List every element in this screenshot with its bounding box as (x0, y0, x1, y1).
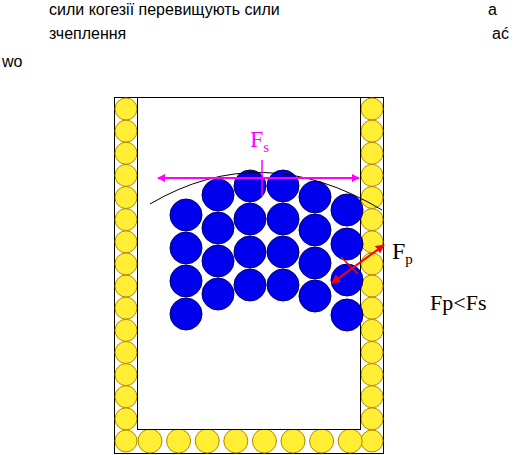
wall-molecule (224, 429, 248, 453)
liquid-molecule (267, 236, 299, 268)
wall-molecule (361, 430, 383, 452)
wall-molecule (361, 120, 383, 142)
wall-molecule (115, 319, 137, 341)
body-text: ać (492, 24, 509, 43)
force-label: Fp (392, 236, 413, 274)
wall-molecule (361, 408, 383, 430)
wall-molecule (361, 319, 383, 341)
liquid-molecule (202, 245, 234, 277)
container-inner (138, 98, 361, 430)
wall-molecule (361, 275, 383, 297)
liquid-molecule (202, 179, 234, 211)
force-label: Fs (250, 124, 269, 162)
wall-molecule (115, 209, 137, 231)
liquid-molecule (267, 170, 299, 202)
container-wall (115, 98, 383, 453)
liquid-molecule (234, 269, 266, 301)
wall-molecule (361, 341, 383, 363)
wall-molecule (361, 164, 383, 186)
liquid-molecule (234, 236, 266, 268)
liquid-molecule (267, 269, 299, 301)
wall-molecule (115, 297, 137, 319)
wall-molecule (361, 253, 383, 275)
liquid-molecule (299, 181, 331, 213)
wall-molecule (115, 386, 137, 408)
adhesion-force-arrow (332, 245, 384, 283)
surface-force-arrow (158, 177, 359, 179)
liquid-molecule (202, 212, 234, 244)
wall-molecule (115, 341, 137, 363)
liquid-molecule (234, 203, 266, 235)
wall-molecule (195, 429, 219, 453)
liquid-molecules (170, 170, 363, 331)
wall-molecule (115, 275, 137, 297)
liquid-molecule (170, 232, 202, 264)
wall-molecule (338, 429, 362, 453)
wall-molecule (115, 253, 137, 275)
wall-molecule (361, 98, 383, 120)
adhesion-force-tick (341, 257, 358, 274)
body-text: сили когезії перевищують сили (49, 0, 280, 19)
liquid-molecule (202, 278, 234, 310)
liquid-molecule (234, 170, 266, 202)
wall-molecule (115, 408, 137, 430)
wall-molecule (115, 120, 137, 142)
wall-molecule (115, 142, 137, 164)
liquid-molecule (331, 299, 363, 331)
wall-molecule (361, 142, 383, 164)
wall-molecule (361, 187, 383, 209)
liquid-molecule (299, 247, 331, 279)
wall-molecule (115, 164, 137, 186)
liquid-molecule (170, 199, 202, 231)
meniscus-curve (150, 172, 382, 210)
wall-molecule (310, 429, 334, 453)
wall-molecule (361, 386, 383, 408)
wall-molecule (115, 430, 137, 452)
inequality-label: Fp<Fs (430, 290, 486, 316)
liquid-molecule (170, 298, 202, 330)
wall-molecule (115, 187, 137, 209)
wall-molecule (361, 231, 383, 253)
wall-molecule (361, 297, 383, 319)
liquid-molecule (299, 214, 331, 246)
liquid-molecule (299, 280, 331, 312)
liquid-molecule (331, 228, 363, 260)
surface-force-tick (261, 160, 263, 196)
wall-molecule (115, 364, 137, 386)
liquid-molecule (170, 265, 202, 297)
wall-molecule (281, 429, 305, 453)
body-text: зчеплення (49, 24, 126, 43)
liquid-molecule (267, 203, 299, 235)
wall-molecule (115, 231, 137, 253)
wall-molecule (252, 429, 276, 453)
container-outer (115, 98, 384, 454)
wall-molecule (361, 364, 383, 386)
liquid-molecule (331, 194, 363, 226)
wall-molecule (167, 429, 191, 453)
body-text: а (488, 0, 497, 19)
wall-molecule (115, 98, 137, 120)
wall-molecule (361, 209, 383, 231)
body-text: wo (2, 52, 22, 71)
wall-molecule (138, 429, 162, 453)
